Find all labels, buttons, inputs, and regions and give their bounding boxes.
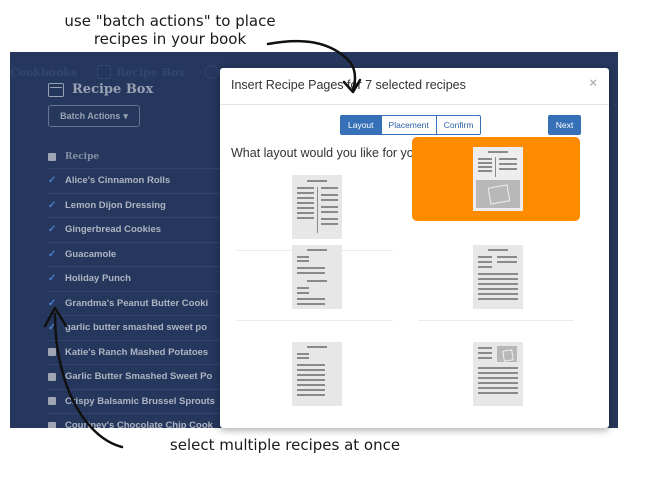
layout-option-3[interactable] (231, 235, 399, 321)
nav-label: Recipe Box (116, 65, 185, 79)
select-all-checkbox[interactable] (48, 153, 56, 161)
layout-preview (473, 245, 523, 309)
recipe-name[interactable]: Garlic Butter Smashed Sweet Po (65, 371, 213, 383)
tab-placement[interactable]: Placement (380, 115, 437, 135)
recipe-table: Recipe ✓ Alice's Cinnamon Rolls ✓ Lemon Dij… (48, 146, 238, 428)
photo-placeholder-icon (497, 346, 517, 362)
nav-item-cookbooks[interactable]: Cookbooks (10, 66, 77, 79)
table-row[interactable]: ✓ Alice's Cinnamon Rolls (48, 169, 238, 194)
layout-option-2[interactable] (412, 137, 580, 221)
recipe-checkbox[interactable]: ✓ (48, 297, 57, 309)
nav-label: Cookbooks (10, 65, 78, 79)
recipe-checkbox[interactable]: ✓ (48, 322, 57, 334)
recipe-name[interactable]: Alice's Cinnamon Rolls (65, 175, 171, 187)
table-row[interactable]: ✓ garlic butter smashed sweet po (48, 316, 238, 341)
recipe-checkbox[interactable]: ✓ (48, 199, 57, 211)
table-row[interactable]: ✓ Guacamole (48, 243, 238, 267)
page-title-text: Recipe Box (72, 82, 154, 97)
table-row[interactable]: ✓ Holiday Punch (48, 267, 238, 292)
modal-title: Insert Recipe Pages for 7 selected recip… (231, 78, 466, 92)
layout-option-4[interactable] (412, 235, 580, 321)
layout-preview (292, 245, 342, 309)
layout-preview (292, 342, 342, 406)
annotation-select-multiple: select multiple recipes at once (169, 436, 401, 454)
close-icon[interactable]: × (589, 75, 597, 90)
layout-preview (473, 147, 523, 211)
tab-layout[interactable]: Layout (340, 115, 382, 135)
recipe-checkbox[interactable]: ✓ (48, 175, 57, 187)
annotation-line-2: recipes in your book (93, 30, 247, 48)
recipe-name[interactable]: Crispy Balsamic Brussel Sprouts (65, 395, 215, 407)
recipe-name[interactable]: Grandma's Peanut Butter Cooki (65, 297, 209, 309)
table-row[interactable]: ✓ Lemon Dijon Dressing (48, 194, 238, 218)
recipe-name[interactable]: Lemon Dijon Dressing (65, 199, 166, 211)
table-row[interactable]: ✓ Gingerbread Cookies (48, 218, 238, 243)
annotation-batch-actions: use "batch actions" to place recipes in … (40, 12, 300, 48)
recipe-box-icon (97, 65, 112, 79)
table-row[interactable]: Katie's Ranch Mashed Potatoes (48, 341, 238, 365)
recipe-checkbox[interactable] (48, 348, 56, 357)
recipe-name[interactable]: garlic butter smashed sweet po (65, 322, 208, 334)
table-row[interactable]: Courtney's Chocolate Chip Cook (48, 414, 238, 428)
tab-confirm[interactable]: Confirm (435, 115, 482, 135)
column-header-recipe: Recipe (65, 152, 100, 162)
next-button[interactable]: Next (548, 115, 581, 135)
recipe-checkbox[interactable] (48, 372, 56, 381)
recipe-checkbox[interactable]: ✓ (48, 273, 57, 285)
table-row[interactable]: ✓ Grandma's Peanut Butter Cooki (48, 292, 238, 316)
recipe-name[interactable]: Guacamole (65, 248, 117, 260)
inbox-icon (48, 82, 64, 97)
page-title: Recipe Box (48, 82, 153, 97)
recipe-checkbox[interactable] (48, 397, 56, 406)
table-row[interactable]: Crispy Balsamic Brussel Sprouts (48, 390, 238, 414)
wizard-steps: Layout Placement Confirm (340, 115, 482, 135)
recipe-checkbox[interactable]: ✓ (48, 224, 57, 236)
caret-down-icon: ▾ (123, 110, 128, 121)
modal-header: Insert Recipe Pages for 7 selected recip… (220, 68, 609, 105)
recipe-checkbox[interactable]: ✓ (48, 248, 57, 260)
layout-preview (473, 342, 523, 406)
insert-recipe-pages-modal: Insert Recipe Pages for 7 selected recip… (220, 68, 609, 428)
table-row[interactable]: Garlic Butter Smashed Sweet Po (48, 365, 238, 390)
table-header: Recipe (48, 146, 238, 169)
recipe-name[interactable]: Gingerbread Cookies (65, 224, 162, 236)
layout-preview (292, 175, 342, 239)
recipe-name[interactable]: Courtney's Chocolate Chip Cook (65, 420, 213, 428)
batch-actions-button[interactable]: Batch Actions ▾ (48, 105, 140, 127)
recipe-checkbox[interactable] (48, 421, 56, 428)
nav-item-recipe-box[interactable]: Recipe Box (97, 65, 185, 79)
annotation-line-1: use "batch actions" to place (64, 12, 276, 30)
layout-option-5[interactable] (231, 332, 399, 416)
photo-placeholder-icon (476, 180, 520, 208)
layout-option-6[interactable] (412, 332, 580, 416)
recipe-name[interactable]: Holiday Punch (65, 273, 131, 285)
batch-actions-label: Batch Actions (60, 111, 121, 121)
recipe-name[interactable]: Katie's Ranch Mashed Potatoes (65, 346, 209, 358)
circle-icon (204, 65, 219, 79)
